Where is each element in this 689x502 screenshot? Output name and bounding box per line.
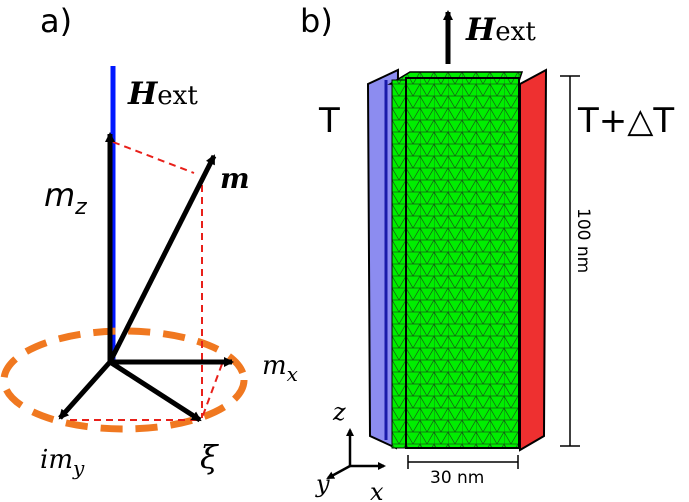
hot-plate: [519, 68, 548, 452]
left-temperature-label: T: [318, 101, 340, 141]
xi-vector: [108, 359, 202, 423]
coordinate-axes: [326, 428, 386, 480]
mz-label: mz: [44, 176, 87, 220]
m-label: m: [220, 162, 250, 195]
x-axis-label: x: [370, 478, 384, 502]
panel-b-label: b): [300, 2, 333, 40]
panel-a-label: a): [40, 2, 72, 40]
vectors: [58, 132, 234, 423]
xi-label: ξ: [200, 438, 219, 476]
panel-b: b) Hext T T+△T 100 nm 30 nm: [300, 2, 674, 502]
imy-label: imy: [40, 445, 85, 480]
y-axis-label: y: [315, 470, 330, 498]
right-temperature-label: T+△T: [577, 101, 674, 141]
dashed-guides: [70, 141, 223, 421]
panel-a: a) Hext m mz mx: [0, 2, 298, 480]
height-label: 100 nm: [573, 208, 593, 273]
precession-ellipse: [0, 327, 248, 433]
field-label: Hext: [127, 76, 198, 112]
field-label-b: Hext: [465, 12, 536, 48]
mx-label: mx: [262, 351, 298, 386]
mesh-front-face: [405, 77, 520, 449]
imy-vector: [58, 360, 112, 420]
width-label: 30 nm: [430, 468, 484, 488]
m-vector: [107, 154, 217, 364]
z-axis-label: z: [332, 398, 346, 426]
y-axis: [326, 464, 351, 480]
